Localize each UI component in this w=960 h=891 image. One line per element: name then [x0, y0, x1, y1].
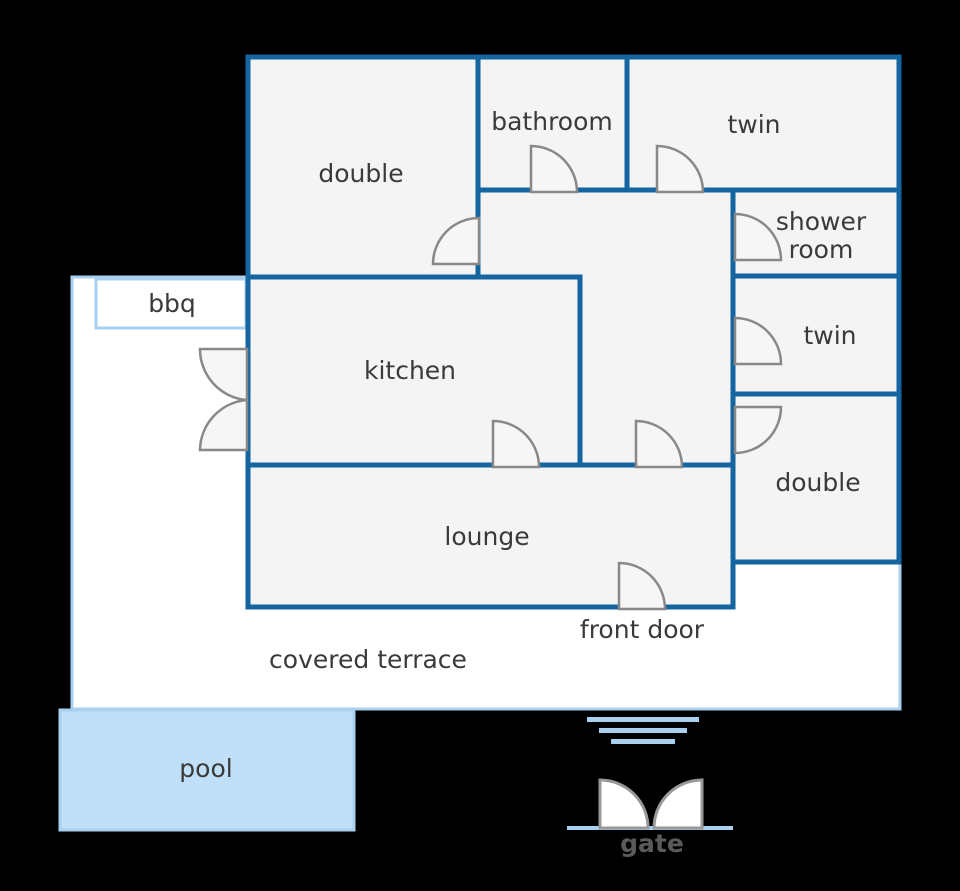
- room-label-bathroom: bathroom: [491, 107, 613, 136]
- twin-top-door: [655, 144, 705, 194]
- hall-to-lounge-door: [634, 419, 684, 469]
- double-top-left-door: [431, 216, 481, 266]
- label-gate: gate: [620, 829, 684, 858]
- room-label-kitchen: kitchen: [364, 356, 456, 385]
- double-bottom-door: [733, 405, 783, 455]
- room-label-twin-middle-right: twin: [803, 321, 856, 350]
- twin-middle-door: [733, 316, 783, 366]
- room-label-lounge: lounge: [444, 522, 529, 551]
- doors: [198, 144, 783, 611]
- steps: [587, 717, 699, 744]
- gate: [567, 778, 733, 830]
- room-label-double-top-left: double: [318, 159, 403, 188]
- gate-leaf-right: [652, 778, 704, 830]
- bathroom-door: [529, 144, 579, 194]
- label-pool: pool: [179, 754, 232, 783]
- front-door: [617, 561, 667, 611]
- room-label-double-bottom-right: double: [775, 468, 860, 497]
- kitchen-door: [491, 419, 541, 469]
- label-covered-terrace: covered terrace: [269, 645, 467, 674]
- kitchen-terrace-door-lower: [198, 398, 249, 452]
- room-label-shower-room-line1: shower: [776, 207, 867, 236]
- room-label-twin-top-right: twin: [727, 110, 780, 139]
- gate-leaf-left: [598, 778, 650, 830]
- shower-room-door: [733, 212, 783, 262]
- room-label-shower-room-line2: room: [789, 235, 854, 264]
- label-bbq: bbq: [148, 289, 196, 318]
- house-interior: [248, 57, 899, 607]
- pool: [58, 708, 356, 832]
- bbq-counter: [94, 277, 248, 330]
- label-front-door: front door: [580, 615, 705, 644]
